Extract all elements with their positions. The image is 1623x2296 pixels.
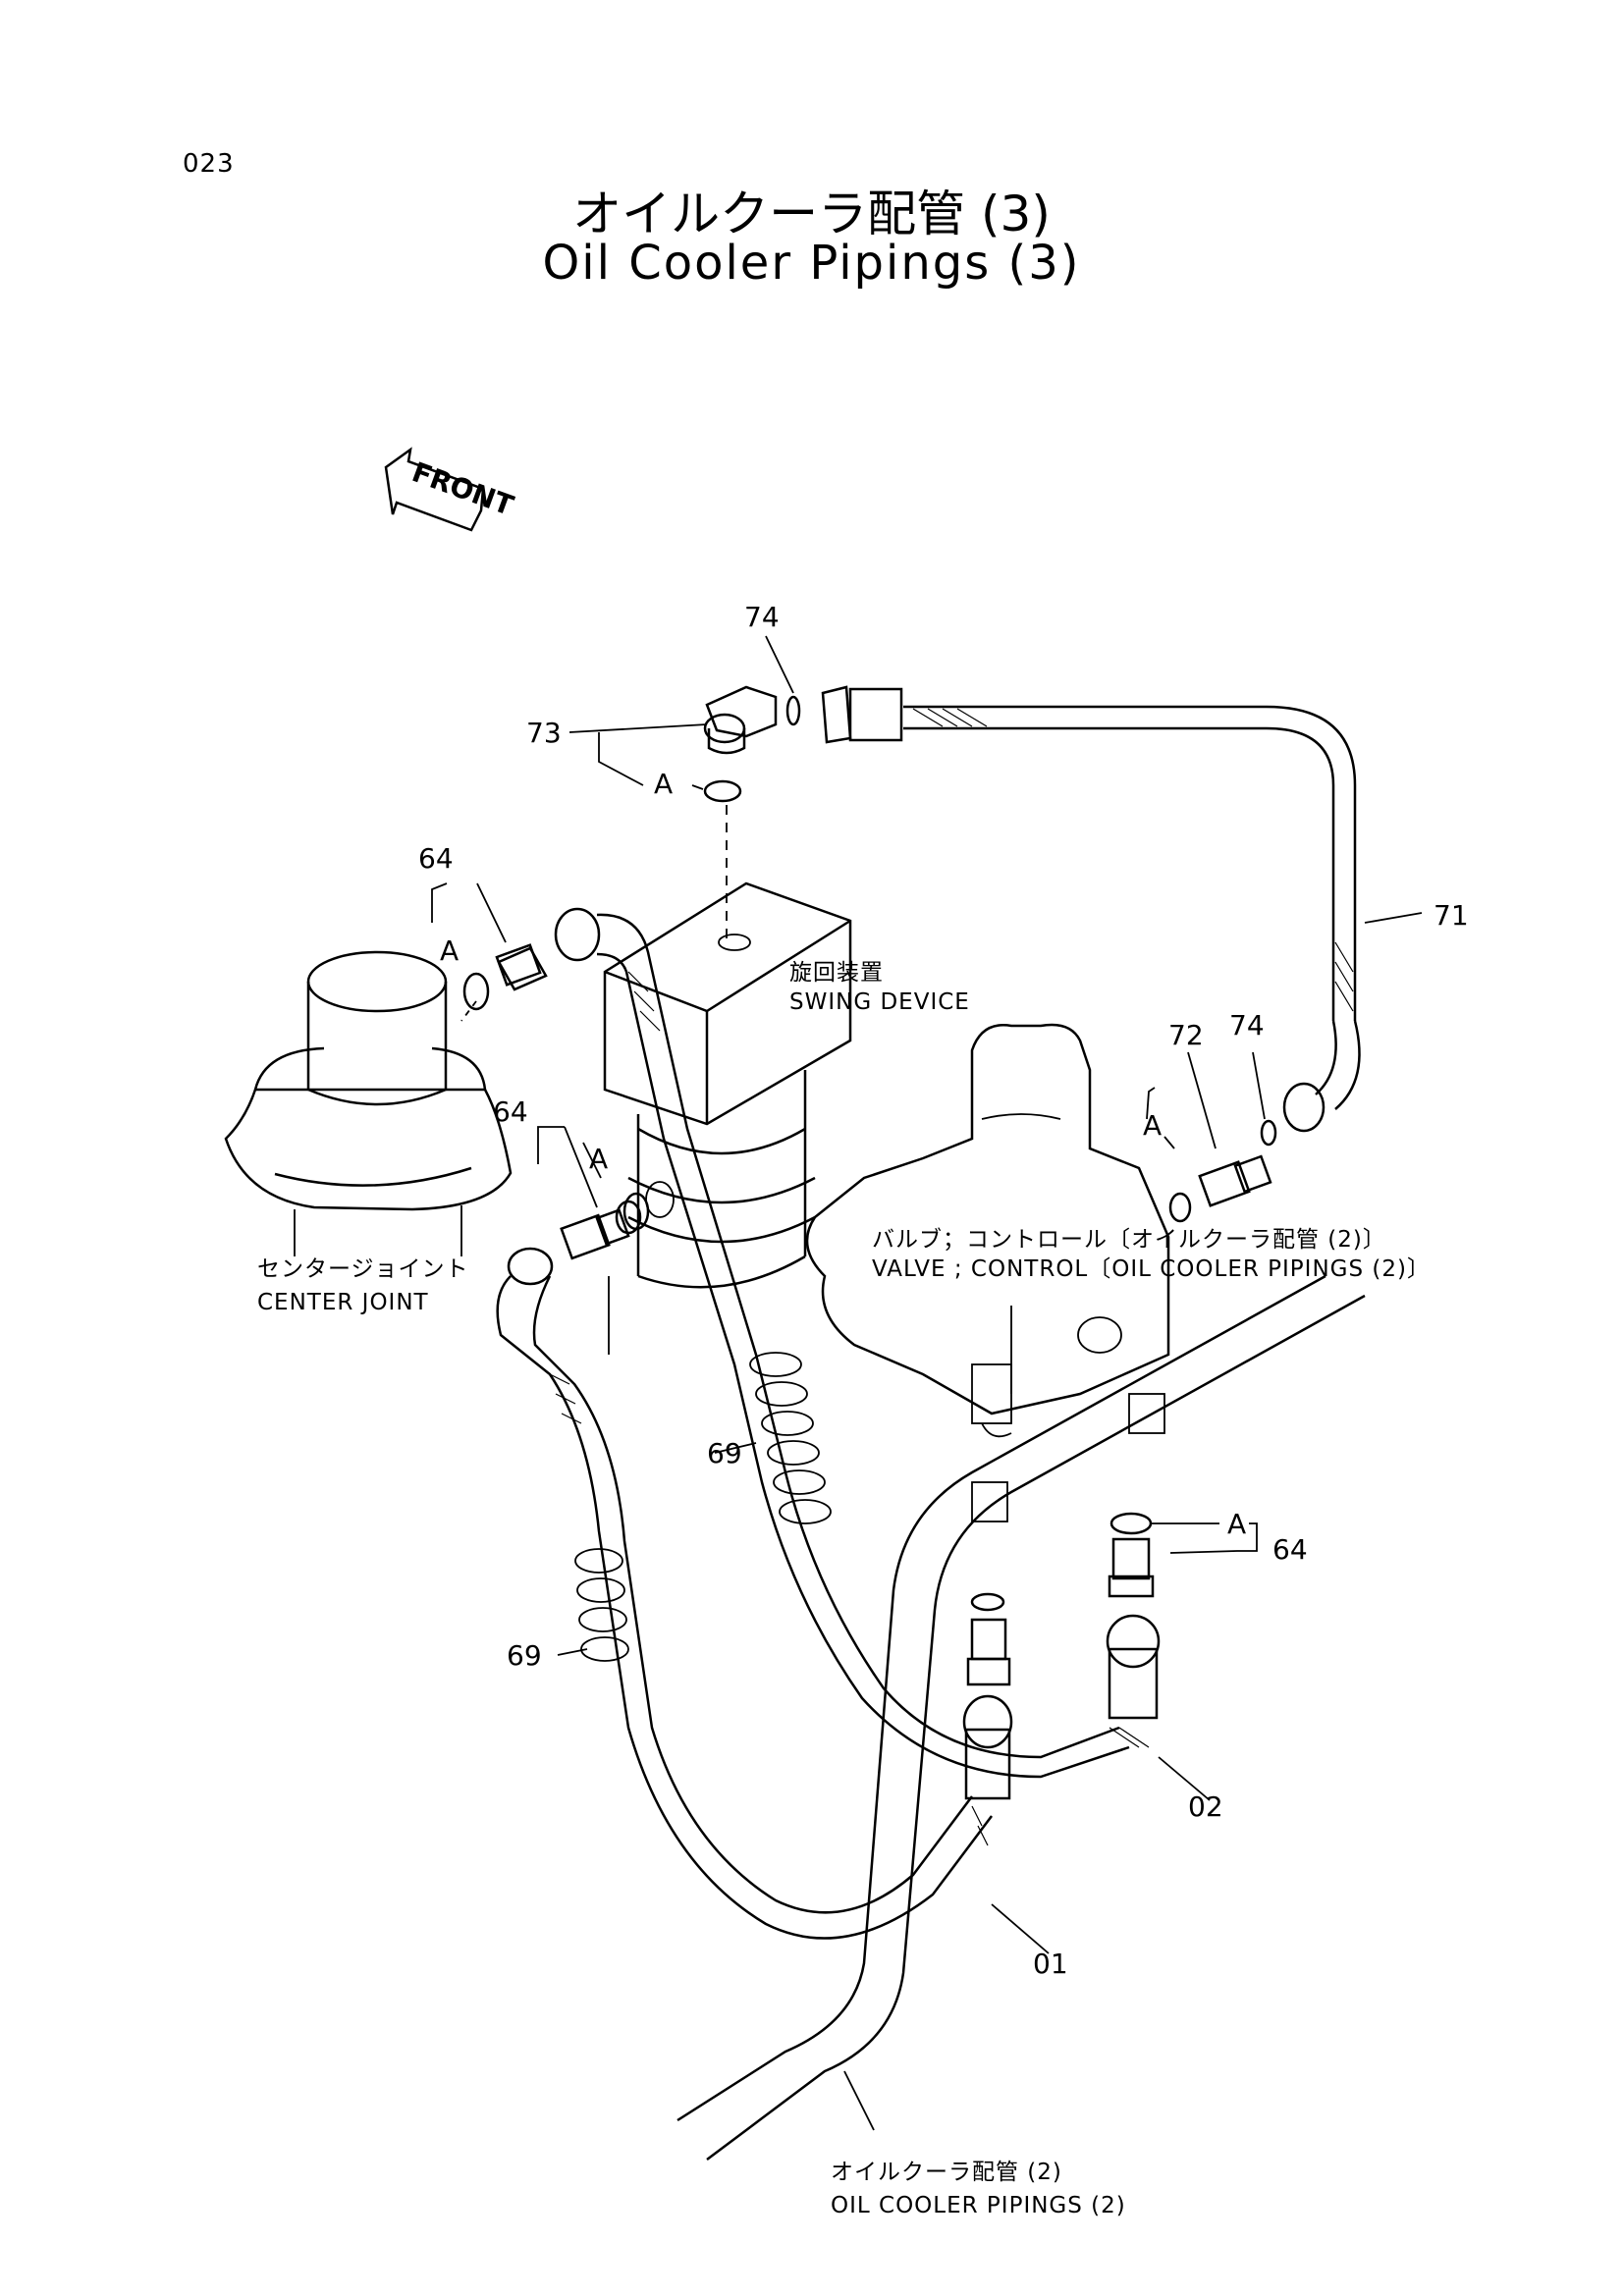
elbow-fitting-73 [703, 685, 778, 755]
part-64-middle: 64 [493, 1095, 528, 1128]
oil-cooler-piping-2-outline [676, 1274, 1366, 2161]
part-74-right: 74 [1229, 1009, 1265, 1041]
hose-69-upper [554, 907, 1130, 1779]
part-64-upper: 64 [418, 842, 454, 875]
lower-fittings [962, 1512, 1161, 1846]
page-number: 023 [183, 149, 235, 179]
front-arrow-icon: FRONT [384, 447, 517, 532]
part-71: 71 [1434, 899, 1469, 932]
center-joint-label-jp: センタージョイント [257, 1256, 469, 1282]
part-01: 01 [1033, 1948, 1068, 1980]
adapter-64-upper [460, 943, 548, 1022]
swing-device-label-jp: 旋回装置 [789, 960, 884, 986]
ref-mark-a1: A [654, 768, 673, 800]
title-japanese: オイルクーラ配管 (3) [572, 186, 1051, 242]
hose-69-lower [496, 1247, 993, 1940]
part-02: 02 [1188, 1790, 1223, 1823]
part-69-upper: 69 [707, 1437, 742, 1469]
ref-mark-a4: A [589, 1143, 608, 1175]
center-joint-drawing [224, 950, 513, 1256]
part-72: 72 [1168, 1019, 1204, 1051]
o-ring-74-right [1260, 1119, 1277, 1147]
o-ring-74-top [785, 695, 801, 726]
o-ring-a1 [703, 779, 742, 803]
piping-2-label-en: OIL COOLER PIPINGS (2) [831, 2193, 1126, 2218]
center-joint-label-en: CENTER JOINT [257, 1290, 429, 1315]
swing-device-drawing [603, 881, 852, 1355]
piping-2-label-jp: オイルクーラ配管 (2) [831, 2160, 1062, 2185]
leader-lines [431, 635, 1423, 2131]
ref-mark-a5: A [1227, 1508, 1246, 1540]
title-english: Oil Cooler Pipings (3) [542, 236, 1081, 291]
part-64-lower: 64 [1272, 1533, 1308, 1566]
hose-71 [821, 685, 1361, 1133]
part-69-lower: 69 [507, 1639, 542, 1672]
ref-mark-a3: A [1143, 1109, 1162, 1142]
control-valve-drawing [805, 1023, 1170, 1438]
part-74-top: 74 [744, 601, 780, 633]
valve-label-jp: バルブ；コントロール〔オイルクーラ配管 (2)〕 [872, 1227, 1386, 1253]
valve-label-en: VALVE ; CONTROL〔OIL COOLER PIPINGS (2)〕 [872, 1256, 1431, 1282]
part-73: 73 [526, 717, 562, 749]
ref-mark-a2: A [440, 934, 459, 967]
swing-device-label-en: SWING DEVICE [789, 989, 970, 1015]
adapter-72 [1168, 1154, 1272, 1223]
adapter-64-middle [560, 1192, 650, 1260]
